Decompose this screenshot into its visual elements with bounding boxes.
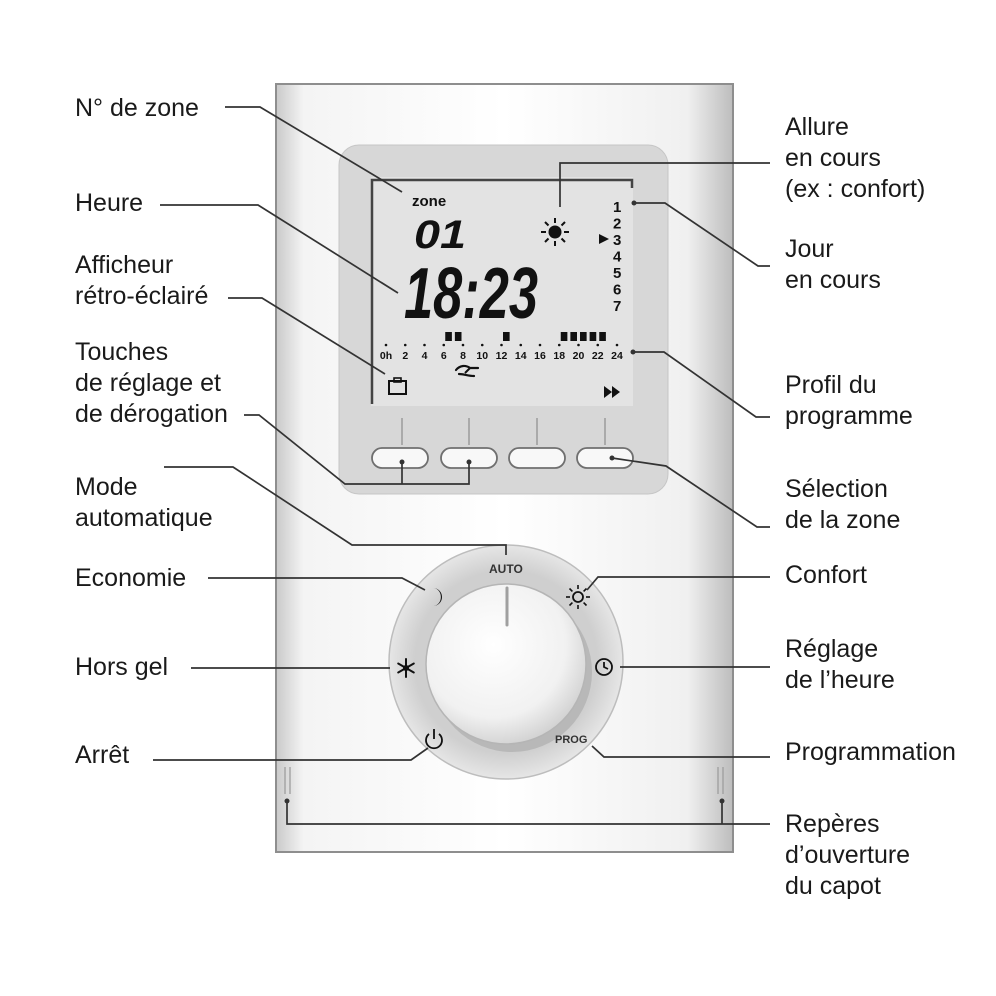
hour-tick-dot: [500, 343, 503, 347]
snowflake-icon: [397, 658, 415, 678]
current-day-arrow: [599, 234, 609, 244]
label-current-day: Jour en cours: [785, 235, 881, 294]
hour-tick-label: 10: [476, 350, 488, 362]
mode-selector-knob[interactable]: [425, 583, 587, 745]
label-backlit-display: Afficheur rétro-éclairé: [75, 251, 209, 310]
hour-tick-label: 14: [515, 350, 527, 362]
hour-tick-label: 16: [534, 350, 546, 362]
hour-tick-label: 0h: [380, 350, 392, 362]
hour-tick-dot: [596, 343, 600, 347]
button-stems: [401, 418, 606, 445]
hour-tick-dot: [442, 343, 446, 347]
label-zone-number: N° de zone: [75, 94, 199, 122]
cover-marks: [284, 767, 724, 794]
day-number: 4: [613, 249, 622, 266]
label-time-setting: Réglage de l’heure: [785, 635, 895, 694]
program-block: [503, 332, 510, 341]
hour-tick-label: 4: [422, 350, 428, 362]
hour-tick-label: 22: [592, 350, 604, 362]
label-economy: Economie: [75, 564, 187, 592]
hour-tick-dot: [577, 343, 580, 347]
clock-icon: [595, 658, 613, 676]
lcd-screen: [371, 177, 633, 406]
hour-tick-dot: [480, 343, 484, 347]
button-third[interactable]: [508, 447, 566, 469]
day-number: 1: [613, 199, 621, 216]
auto-label: AUTO: [489, 562, 523, 576]
hour-tick-label: 20: [573, 350, 585, 362]
label-programming: Programmation: [785, 738, 956, 766]
label-current-pace: Allure en cours (ex : confort): [785, 113, 926, 203]
label-auto-mode: Mode automatique: [75, 473, 213, 532]
comfort-sun-icon: [566, 585, 590, 609]
hour-tick-label: 8: [460, 350, 466, 362]
hour-tick-dot: [461, 343, 465, 347]
adjust-button-left[interactable]: [371, 447, 429, 469]
zone-number-value: 01: [414, 213, 466, 257]
prog-label: PROG: [555, 734, 587, 746]
hour-tick-dot: [519, 343, 523, 347]
program-block: [445, 332, 452, 341]
power-icon: [425, 729, 443, 750]
day-number: 5: [613, 265, 621, 282]
zone-select-button[interactable]: [576, 447, 634, 469]
label-zone-select: Sélection de la zone: [785, 475, 901, 534]
hour-tick-label: 18: [553, 350, 565, 362]
lcd-frame: [370, 178, 634, 404]
label-frost-free: Hors gel: [75, 653, 169, 681]
hour-tick-dot: [403, 343, 407, 347]
label-cover-marks: Repères d’ouverture du capot: [785, 810, 911, 900]
hand-icon: [454, 364, 480, 378]
day-number: 7: [613, 298, 621, 315]
hour-tick-label: 12: [496, 350, 508, 362]
program-block: [599, 332, 606, 341]
hour-tick-dot: [538, 343, 542, 347]
hour-tick-dot: [557, 343, 561, 347]
leader-lines: [153, 106, 770, 825]
program-block: [570, 332, 577, 341]
zone-label: zone: [412, 193, 446, 210]
day-number: 3: [613, 232, 621, 249]
hour-tick-label: 2: [402, 350, 408, 362]
label-adjust-keys: Touches de réglage et de dérogation: [75, 338, 228, 428]
hour-tick-dot: [384, 343, 388, 347]
leader-dots: [284, 200, 725, 804]
program-block: [454, 332, 462, 341]
label-comfort: Confort: [785, 561, 867, 589]
hour-tick-dot: [423, 343, 426, 347]
program-block: [560, 332, 568, 341]
hour-tick-label: 24: [611, 350, 623, 362]
program-block: [580, 332, 587, 341]
hour-tick-dot: [615, 343, 619, 347]
program-block: [589, 332, 597, 341]
sun-icon: [541, 218, 569, 246]
suitcase-icon: [388, 377, 407, 395]
fast-forward-icon: [604, 386, 620, 398]
day-number: 2: [613, 216, 621, 233]
label-program-profile: Profil du programme: [785, 371, 913, 430]
time-value: 18:23: [404, 254, 538, 334]
label-time: Heure: [75, 189, 144, 217]
hour-tick-label: 6: [441, 350, 447, 362]
label-off: Arrêt: [75, 741, 130, 769]
day-number: 6: [613, 282, 621, 299]
